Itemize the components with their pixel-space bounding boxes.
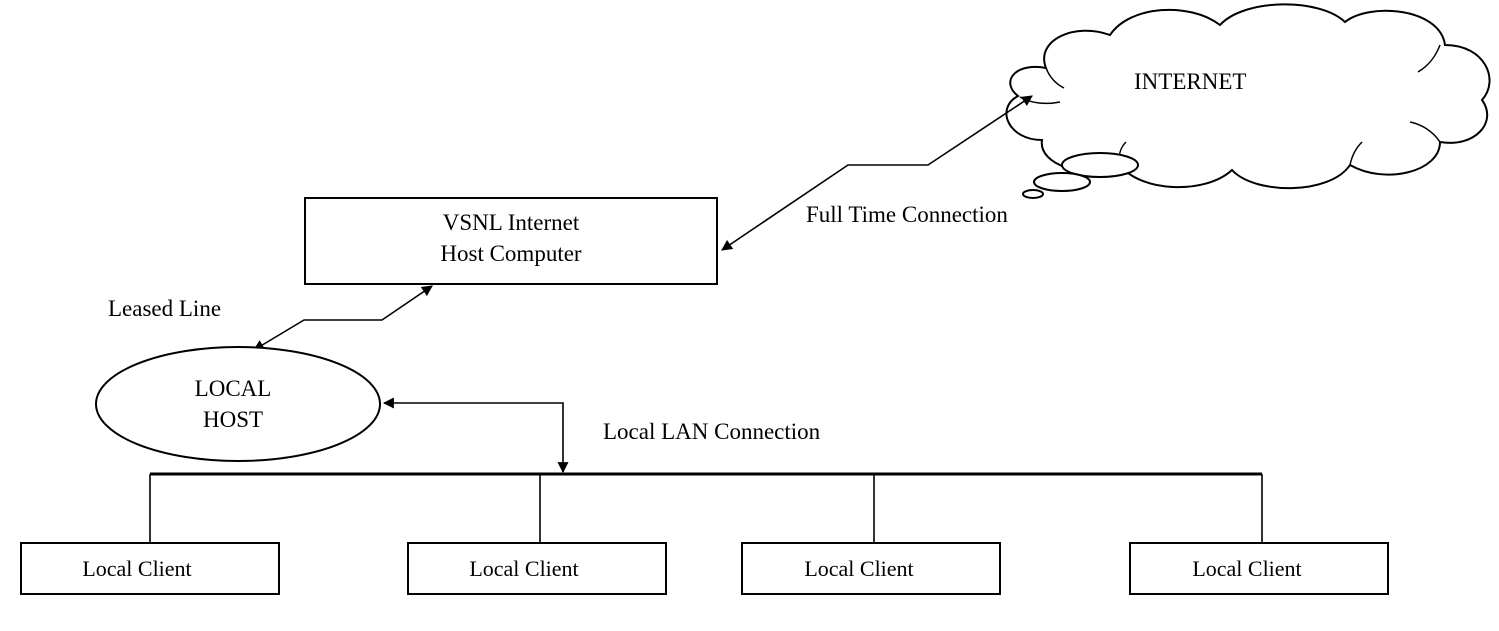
local-client-box: Local Client [1129, 542, 1389, 595]
local-client-label: Local Client [82, 556, 191, 581]
lan-connection-label: Local LAN Connection [603, 419, 821, 444]
local-host-label-line1: LOCAL [195, 376, 272, 401]
thought-bubble [1061, 152, 1139, 178]
local-client-box: Local Client [741, 542, 1001, 595]
cloud-inner-curve [1417, 44, 1441, 73]
cloud-inner-curve [1409, 121, 1441, 143]
leased-line-label: Leased Line [108, 296, 221, 321]
local-client-box: Local Client [407, 542, 667, 595]
host-computer-label-line2: Host Computer [440, 241, 582, 266]
local-host-ellipse: LOCAL HOST [95, 346, 381, 462]
local-client-label: Local Client [1192, 556, 1301, 581]
local-client-label: Local Client [469, 556, 578, 581]
local-client-box: Local Client [20, 542, 280, 595]
local-host-label-line2: HOST [203, 407, 263, 432]
full-time-connection-label: Full Time Connection [806, 202, 1008, 227]
internet-label: INTERNET [1134, 69, 1246, 94]
host-computer-box: VSNL Internet Host Computer [304, 197, 718, 285]
thought-bubble [1033, 172, 1091, 192]
thought-bubble [1022, 189, 1044, 199]
cloud-inner-curve [1045, 67, 1065, 89]
lan-connection-line [382, 397, 569, 474]
cloud-shape [1005, 3, 1491, 190]
internet-cloud: INTERNET [1005, 3, 1491, 199]
local-client-label: Local Client [804, 556, 913, 581]
leased-line [253, 285, 433, 351]
cloud-inner-curve [1349, 141, 1363, 166]
host-computer-label-line1: VSNL Internet [443, 210, 580, 235]
full-time-connection-line [721, 95, 1033, 251]
